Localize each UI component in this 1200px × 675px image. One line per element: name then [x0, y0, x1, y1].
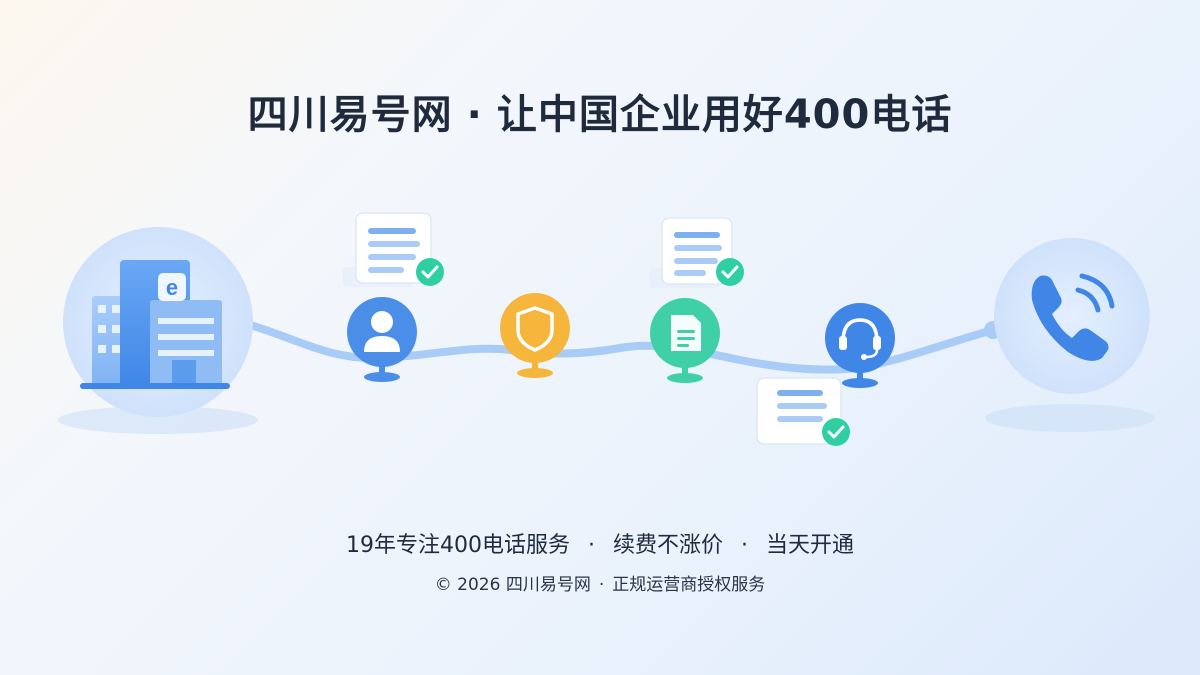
tagline-item: 续费不涨价 [612, 533, 723, 558]
check-icon [822, 418, 850, 446]
step-user-node [343, 212, 444, 382]
document-icon [671, 315, 701, 351]
tagline-item: 当天开通 [766, 533, 855, 558]
document-card [343, 212, 444, 287]
slogan: 让中国企业用好400电话 [496, 92, 953, 138]
headset-icon [839, 318, 881, 360]
step-document-node [650, 217, 744, 383]
footer-separator: · [598, 575, 605, 595]
page-title: 四川易号网 · 让中国企业用好400电话 [0, 82, 1200, 140]
tagline-item: 19年专注400电话服务 [345, 533, 570, 558]
phone-icon [1031, 273, 1115, 361]
company-building-node: e [58, 227, 258, 434]
step-support-node [756, 303, 895, 446]
document-card [756, 377, 850, 446]
tagline-separator: · [741, 533, 748, 558]
document-card [650, 217, 744, 288]
phone-call-node [985, 238, 1155, 432]
brand-name: 四川易号网 [247, 92, 453, 138]
step-shield-node [500, 293, 570, 378]
svg-text:e: e [166, 275, 178, 300]
shield-icon [516, 306, 554, 352]
footer-note: 正规运营商授权服务 [612, 575, 766, 595]
title-separator: · [466, 92, 483, 138]
user-icon [364, 311, 400, 352]
copyright-footer: © 2026 四川易号网 · 正规运营商授权服务 [0, 570, 1200, 595]
tagline-separator: · [587, 533, 595, 558]
check-icon [716, 258, 744, 286]
copyright-text: © 2026 四川易号网 [434, 575, 591, 595]
office-building-icon: e [80, 260, 230, 389]
service-tagline: 19年专注400电话服务 · 续费不涨价 · 当天开通 [0, 527, 1200, 559]
check-icon [416, 258, 444, 286]
